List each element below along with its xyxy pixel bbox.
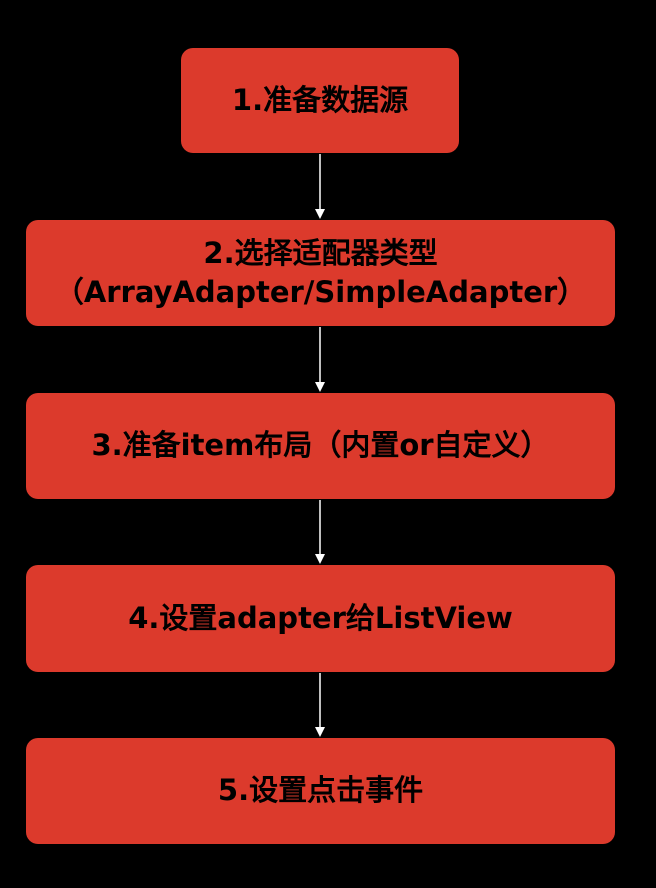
- flow-arrow-2-to-3: [314, 327, 326, 393]
- flow-step-3-text: 3.准备item布局（内置or自定义）: [91, 428, 550, 463]
- flow-arrow-4-to-5: [314, 673, 326, 738]
- flow-step-5-box: 5.设置点击事件: [26, 738, 615, 844]
- flow-step-1-text: 1.准备数据源: [231, 82, 409, 117]
- flow-arrow-1-to-2: [314, 154, 326, 220]
- flow-arrow-3-to-4: [314, 500, 326, 565]
- flow-step-2-text-line-1: 2.选择适配器类型: [203, 235, 438, 270]
- flow-step-4-text: 4.设置adapter给ListView: [128, 600, 513, 635]
- flow-step-4-box: 4.设置adapter给ListView: [26, 565, 615, 672]
- flow-step-1-box: 1.准备数据源: [181, 48, 459, 153]
- flow-step-2-text-line-2: （ArrayAdapter/SimpleAdapter）: [54, 275, 587, 309]
- flow-step-3-box: 3.准备item布局（内置or自定义）: [26, 393, 615, 499]
- flow-step-2-box: 2.选择适配器类型 （ArrayAdapter/SimpleAdapter）: [26, 220, 615, 326]
- flow-step-5-text: 5.设置点击事件: [217, 773, 424, 808]
